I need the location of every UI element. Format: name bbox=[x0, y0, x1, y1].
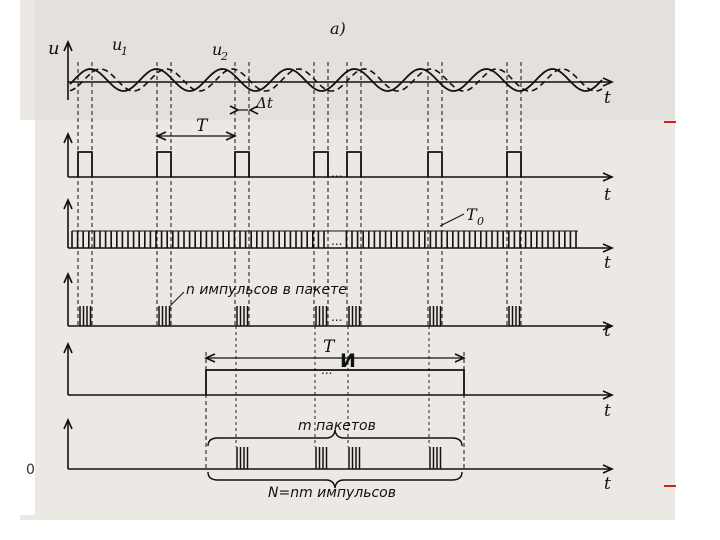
time-axis-arrow-5 bbox=[602, 390, 614, 400]
ellipsis-1: ... bbox=[331, 166, 342, 180]
ellipsis-4: ... bbox=[321, 363, 332, 377]
delta-t-arrow-left bbox=[229, 105, 240, 115]
reference-pulse-5 bbox=[346, 151, 362, 177]
t-label-3: t bbox=[604, 253, 611, 273]
u1-label: u bbox=[112, 35, 122, 54]
panel-label: а) bbox=[330, 19, 346, 38]
reference-pulse-7 bbox=[506, 151, 522, 177]
u1-waveform bbox=[69, 68, 603, 92]
delta-t-label: Δt bbox=[255, 94, 274, 112]
u2-subscript: 2 bbox=[220, 50, 228, 63]
t0-subscript: 0 bbox=[477, 215, 484, 228]
pulse-packet-3 bbox=[236, 306, 249, 326]
delta-t-arrow-right bbox=[248, 105, 259, 115]
u2-label: u bbox=[212, 40, 222, 59]
output-packet-4 bbox=[429, 447, 442, 469]
u1-subscript: 1 bbox=[121, 45, 128, 58]
gate-arrow-right bbox=[454, 353, 466, 363]
value-axis-arrow-2 bbox=[63, 132, 73, 144]
t0-label: T bbox=[466, 205, 478, 224]
t0-leader bbox=[439, 213, 465, 227]
ellipsis-3: ... bbox=[331, 310, 342, 324]
time-axis-arrow-6 bbox=[602, 464, 614, 474]
value-axis-arrow-6 bbox=[63, 418, 73, 430]
m-packets-brace bbox=[207, 429, 463, 447]
n-pulses-leader bbox=[169, 291, 185, 307]
clock-pulse-train bbox=[71, 231, 577, 248]
reference-pulse-6 bbox=[427, 151, 443, 177]
paper-top-band bbox=[35, 0, 675, 120]
time-axis-arrow-3 bbox=[602, 243, 614, 253]
n-total-brace bbox=[207, 471, 463, 489]
period-arrow-right bbox=[225, 131, 237, 141]
pulse-packet-6 bbox=[429, 306, 442, 326]
t-label-6: t bbox=[604, 474, 611, 494]
t-label-5: t bbox=[604, 401, 611, 421]
output-packet-3 bbox=[348, 447, 361, 469]
gate-label-suffix: И bbox=[340, 350, 356, 372]
zero-label: 0 bbox=[26, 462, 35, 478]
output-packet-2 bbox=[315, 447, 328, 469]
pulse-packet-1 bbox=[79, 306, 92, 326]
reference-pulse-3 bbox=[234, 151, 250, 177]
time-axis-arrow-2 bbox=[602, 172, 614, 182]
pulse-packet-2 bbox=[158, 306, 171, 326]
time-axis-arrow-1 bbox=[602, 77, 614, 87]
value-axis-arrow-1 bbox=[63, 40, 73, 52]
pulse-packet-5 bbox=[348, 306, 361, 326]
u2-waveform bbox=[69, 68, 603, 92]
n-pulses-caption: n импульсов в пакете bbox=[186, 282, 347, 298]
reference-pulse-1 bbox=[77, 151, 93, 177]
value-axis-arrow-5 bbox=[63, 342, 73, 354]
t-label-1: t bbox=[604, 88, 611, 108]
period-arrow-left bbox=[155, 131, 167, 141]
m-packets-caption: m пакетов bbox=[298, 418, 376, 434]
reference-pulse-4 bbox=[313, 151, 329, 177]
gate-arrow-left bbox=[204, 353, 216, 363]
ellipsis-2: ... bbox=[331, 234, 342, 248]
t-label-4: t bbox=[604, 321, 611, 341]
reference-pulse-2 bbox=[156, 151, 172, 177]
value-axis-arrow-3 bbox=[63, 198, 73, 210]
output-packet-1 bbox=[236, 447, 249, 469]
period-label: T bbox=[196, 116, 209, 136]
left-margin bbox=[20, 120, 35, 515]
gate-label: T bbox=[323, 337, 336, 357]
total-pulses-caption: N=nm импульсов bbox=[268, 485, 396, 501]
pulse-packet-7 bbox=[508, 306, 521, 326]
pulse-packet-4 bbox=[315, 306, 328, 326]
time-axis-arrow-4 bbox=[602, 321, 614, 331]
u-axis-label: u bbox=[48, 38, 60, 59]
value-axis-arrow-4 bbox=[63, 272, 73, 284]
t-label-2: t bbox=[604, 185, 611, 205]
